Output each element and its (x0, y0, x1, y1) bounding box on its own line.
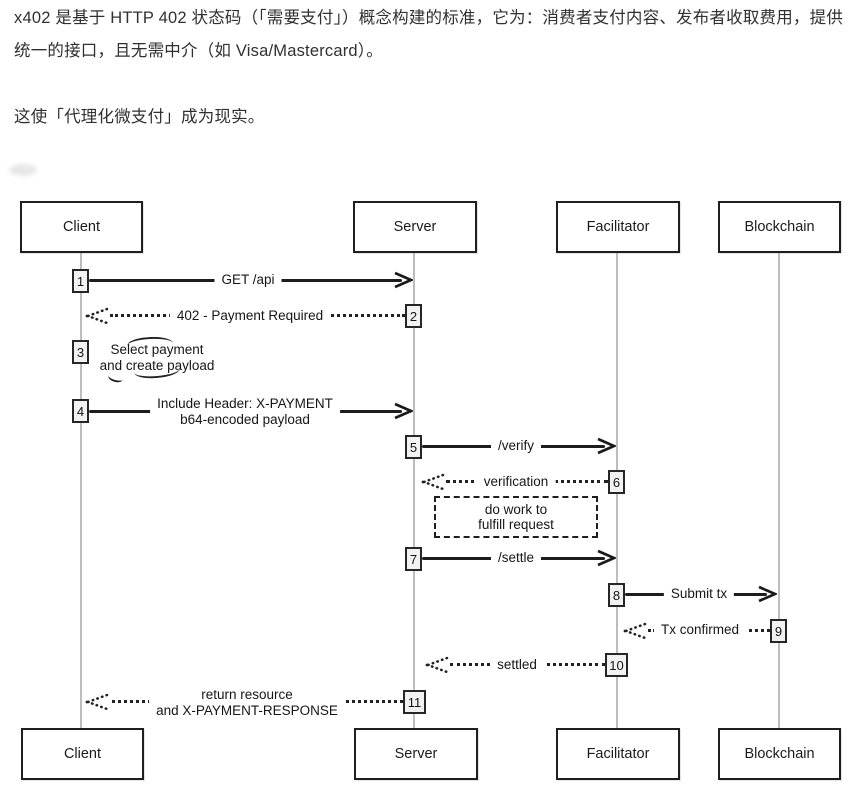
message-6-label: verification (476, 474, 556, 490)
message-2-label: 402 - Payment Required (169, 308, 331, 324)
actor-client-top: Client (20, 201, 143, 253)
dotted-arrowhead-left-icon (424, 656, 449, 674)
message-4-label: Include Header: X-PAYMENT b64-encoded pa… (150, 396, 340, 427)
actor-facilitator-top: Facilitator (556, 201, 680, 253)
message-8-label: Submit tx (663, 586, 735, 602)
step-badge-11: 11 (403, 690, 426, 714)
step-badge-10: 10 (605, 653, 628, 677)
lifeline-blockchain (778, 253, 780, 729)
scribble-tick (107, 371, 124, 384)
dotted-arrowhead-left-icon (420, 473, 445, 491)
message-1-label: GET /api (214, 272, 282, 288)
lifeline-server (413, 253, 415, 729)
arrowhead-right-icon (758, 585, 777, 603)
arrowhead-right-icon (394, 271, 413, 289)
step-badge-7: 7 (405, 547, 422, 571)
intro-paragraph-2: 这使「代理化微支付」成为现实。 (14, 108, 265, 126)
message-10-label: settled (490, 657, 544, 673)
actor-blockchain-top: Blockchain (718, 201, 841, 253)
step-badge-8: 8 (608, 583, 625, 607)
dotted-arrowhead-left-icon (84, 307, 109, 325)
arrowhead-right-icon (597, 437, 616, 455)
message-3-label: Select payment and create payload (99, 342, 215, 373)
arrowhead-right-icon (597, 549, 616, 567)
actor-facilitator-bottom: Facilitator (556, 728, 680, 780)
step-badge-9: 9 (770, 619, 787, 643)
arrowhead-right-icon (394, 402, 413, 420)
actor-server-top: Server (353, 201, 477, 253)
step-badge-6: 6 (608, 470, 625, 494)
message-11-label: return resource and X-PAYMENT-RESPONSE (149, 687, 345, 718)
intro-paragraph-1: x402 是基于 HTTP 402 状态码（「需要支付」）概念构建的标准，它为：… (14, 9, 844, 60)
message-7-label: /settle (490, 550, 542, 566)
note-do-work: do work to fulfill request (434, 496, 598, 538)
lifeline-client (80, 253, 82, 729)
step-badge-3: 3 (72, 340, 89, 364)
dotted-arrowhead-left-icon (622, 622, 647, 640)
step-badge-2: 2 (405, 304, 422, 328)
pencil-smudge (9, 164, 37, 176)
dotted-arrowhead-left-icon (84, 693, 109, 711)
actor-server-bottom: Server (354, 728, 478, 780)
actor-client-bottom: Client (21, 728, 144, 780)
message-9-label: Tx confirmed (653, 622, 747, 638)
message-5-label: /verify (490, 438, 542, 454)
step-badge-5: 5 (405, 435, 422, 459)
step-badge-1: 1 (72, 269, 89, 293)
actor-blockchain-bottom: Blockchain (718, 728, 841, 780)
step-badge-4: 4 (72, 399, 89, 423)
